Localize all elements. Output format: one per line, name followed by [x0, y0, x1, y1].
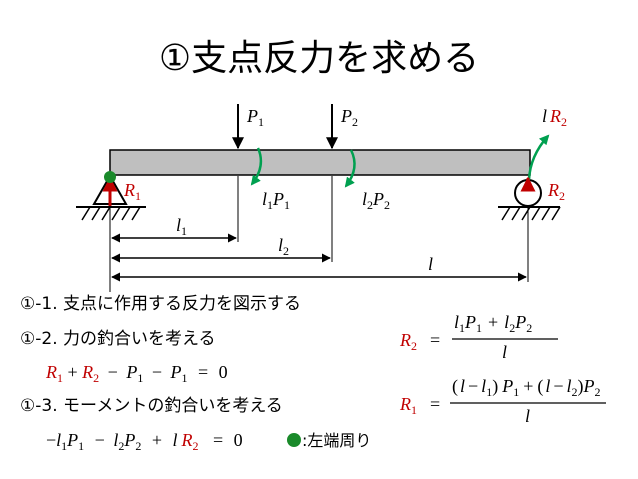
svg-text:=: = [430, 394, 440, 414]
svg-text:R2: R2 [399, 330, 417, 353]
svg-text:l: l [502, 342, 507, 362]
load-label-p2: P2 [340, 106, 358, 129]
force-balance-equation: R1 + R2 − P1 − P1 = 0 [45, 362, 228, 386]
beam [109, 149, 531, 176]
moment-arrow-p1 [250, 147, 263, 186]
svg-text:(l−l1)P1+(l−l2)P2: (l−l1)P1+(l−l2)P2 [452, 376, 601, 399]
dim-label-l1: l1 [176, 215, 187, 238]
svg-text:l1P1+l2P2: l1P1+l2P2 [454, 312, 532, 335]
reaction-label-r2: R2 [547, 180, 565, 203]
step-2-text: ①-2. 力の釣合いを考える [20, 329, 216, 349]
pivot-dot [104, 171, 116, 183]
dim-label-l2: l2 [278, 235, 289, 258]
moment-arrow-p2 [344, 149, 356, 188]
legend-text: :左端周り [302, 431, 371, 450]
legend-dot [287, 433, 301, 447]
moment-label-1: l1P1 [262, 189, 290, 212]
dim-label-l: l [428, 254, 433, 274]
moment-arrow-r2 [527, 134, 550, 181]
svg-text:R1: R1 [399, 394, 417, 417]
r1-solution: R1 = (l−l1)P1+(l−l2)P2 l [399, 376, 606, 426]
svg-text:l: l [525, 406, 530, 426]
reaction-label-r1: R1 [123, 180, 141, 203]
moment-label-2: l2P2 [362, 189, 390, 212]
svg-text:=: = [430, 330, 440, 350]
page-title: ①支点反力を求める [159, 38, 479, 79]
r2-solution: R2 = l1P1+l2P2 l [399, 312, 558, 362]
step-1-text: ①-1. 支点に作用する反力を図示する [20, 294, 301, 314]
step-3-text: ①-3. モーメントの釣合いを考える [20, 396, 283, 416]
load-label-p1: P1 [246, 106, 264, 129]
